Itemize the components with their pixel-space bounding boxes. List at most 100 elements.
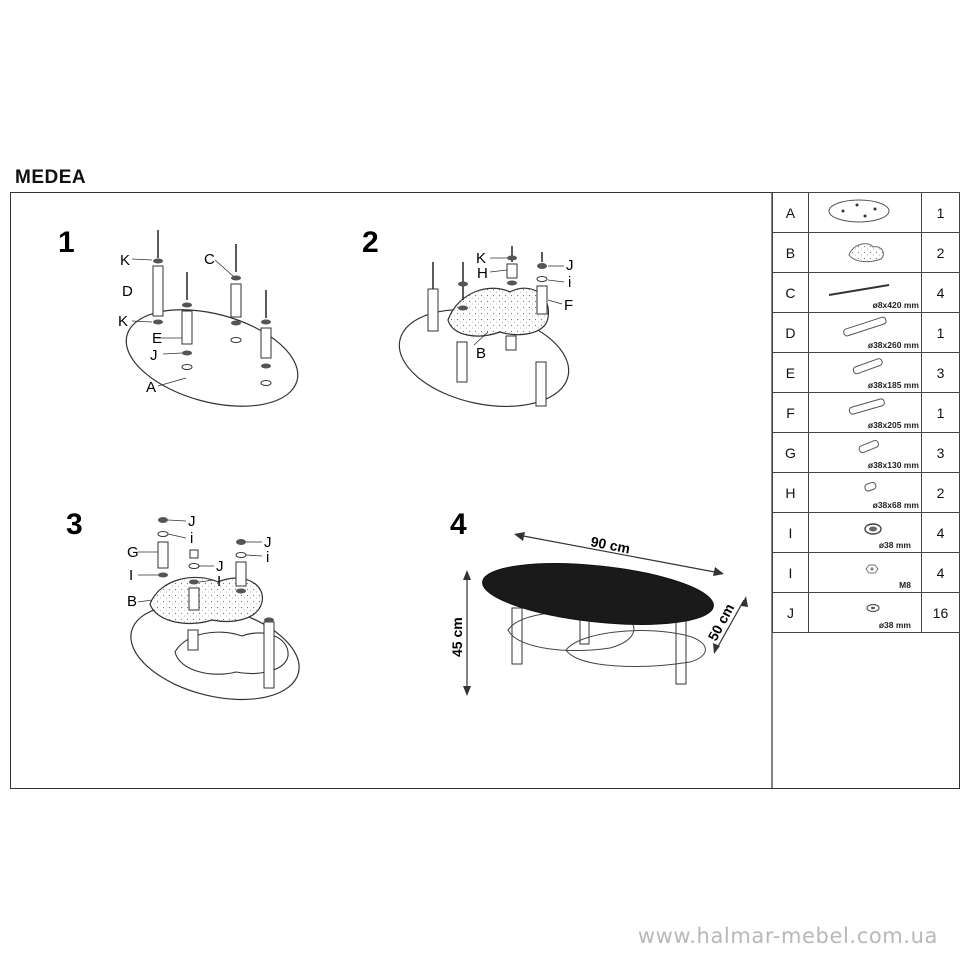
callout-k: K: [118, 313, 128, 330]
lower-heart-shelf: [174, 631, 289, 675]
part-size: ø38x260 mm: [867, 340, 919, 350]
part-letter: F: [772, 392, 809, 433]
washer-icon: [866, 603, 880, 613]
callout-k: K: [476, 250, 486, 267]
glass-top-a: [125, 309, 299, 407]
table-row: E ø38x185 mm 3: [772, 352, 961, 393]
short-tube-icon: [864, 481, 877, 492]
table-row: I M8 4: [772, 552, 961, 593]
callout-b: B: [127, 593, 137, 610]
part-icon-cell: ø8x420 mm: [807, 272, 922, 313]
part-size: ø38x68 mm: [872, 500, 919, 510]
callout-j: J: [264, 534, 272, 551]
nut-icon: [865, 564, 879, 574]
part-letter: D: [772, 312, 809, 353]
part-letter: B: [772, 232, 809, 273]
part-size: ø38x205 mm: [867, 420, 919, 430]
step-3-drawing: 3 J i G I B J I: [66, 508, 300, 701]
part-icon-cell: ø38x68 mm: [807, 472, 922, 513]
callout-i: i: [190, 530, 193, 547]
table-row: F ø38x205 mm 1: [772, 392, 961, 433]
part-quantity: 4: [920, 552, 961, 593]
part-letter: H: [772, 472, 809, 513]
part-quantity: 1: [920, 312, 961, 353]
step-4-drawing: 4 45 cm 90 cm 50 cm: [449, 508, 748, 696]
table-row: B 2: [772, 232, 961, 273]
black-glass-top: [482, 563, 714, 625]
part-quantity: 16: [920, 592, 961, 633]
callout-j: J: [216, 558, 224, 575]
callout-j: J: [150, 347, 158, 364]
step-1-number: 1: [58, 226, 75, 259]
part-quantity: 2: [920, 472, 961, 513]
tube-icon: [858, 439, 879, 454]
part-size: ø8x420 mm: [872, 300, 919, 310]
part-quantity: 1: [920, 192, 961, 233]
step-1-drawing: 1 K D K E J A C: [58, 226, 299, 407]
callout-i: I: [217, 573, 221, 590]
part-quantity: 3: [920, 432, 961, 473]
callout-i: i: [568, 274, 571, 291]
callout-j: J: [188, 513, 196, 530]
callout-d: D: [122, 283, 133, 300]
tube-icon: [852, 358, 883, 375]
cap-icon: [864, 523, 882, 535]
page-title: MEDEA: [15, 167, 87, 188]
callout-c: C: [204, 251, 215, 268]
tube-icon: [843, 316, 887, 337]
part-icon-cell: ø38x260 mm: [807, 312, 922, 353]
step-3-number: 3: [66, 508, 83, 541]
part-size: ø38x185 mm: [867, 380, 919, 390]
part-size: ø38 mm: [878, 620, 911, 630]
step-2-number: 2: [362, 226, 379, 259]
part-quantity: 2: [920, 232, 961, 273]
part-quantity: 4: [920, 272, 961, 313]
part-letter: E: [772, 352, 809, 393]
table-row: H ø38x68 mm 2: [772, 472, 961, 513]
callout-a: A: [146, 379, 156, 396]
part-letter: G: [772, 432, 809, 473]
part-size: ø38x130 mm: [867, 460, 919, 470]
parts-list-table: A 1 B 2 C: [772, 192, 961, 633]
part-icon-cell: ø38x205 mm: [807, 392, 922, 433]
callout-i: I: [129, 567, 133, 584]
table-row: A 1: [772, 192, 961, 233]
part-size: ø38 mm: [878, 540, 911, 550]
callout-g: G: [127, 544, 139, 561]
callout-i: i: [266, 549, 269, 566]
table-row: I ø38 mm 4: [772, 512, 961, 553]
callout-b: B: [476, 345, 486, 362]
callout-j: J: [566, 257, 574, 274]
heart-glass-shelf-b: [149, 576, 263, 625]
threaded-rod-icon: [828, 284, 890, 296]
part-quantity: 4: [920, 512, 961, 553]
part-icon-cell: ø38x185 mm: [807, 352, 922, 393]
table-row: C ø8x420 mm 4: [772, 272, 961, 313]
part-letter: I: [772, 512, 809, 553]
watermark: www.halmar-mebel.com.ua: [637, 924, 938, 948]
callout-f: F: [564, 297, 573, 314]
oval-glass-top-icon: [828, 199, 890, 223]
instruction-frame: [10, 192, 960, 789]
table-row: G ø38x130 mm 3: [772, 432, 961, 473]
part-icon-cell: [807, 232, 922, 273]
callout-e: E: [152, 330, 162, 347]
part-icon-cell: ø38 mm: [807, 512, 922, 553]
part-letter: A: [772, 192, 809, 233]
part-icon-cell: [807, 192, 922, 233]
callout-h: H: [477, 265, 488, 282]
part-size: M8: [899, 580, 911, 590]
tube-icon: [848, 398, 885, 415]
part-icon-cell: ø38x130 mm: [807, 432, 922, 473]
part-icon-cell: M8: [807, 552, 922, 593]
step-4-number: 4: [450, 508, 467, 541]
part-icon-cell: ø38 mm: [807, 592, 922, 633]
part-letter: J: [772, 592, 809, 633]
heart-glass-shelf-icon: [848, 243, 884, 263]
height-dimension-label: 45 cm: [449, 617, 465, 657]
table-row: D ø38x260 mm 1: [772, 312, 961, 353]
heart-glass-shelf-b: [447, 287, 549, 337]
table-row: J ø38 mm 16: [772, 592, 961, 633]
callout-k: K: [120, 252, 130, 269]
